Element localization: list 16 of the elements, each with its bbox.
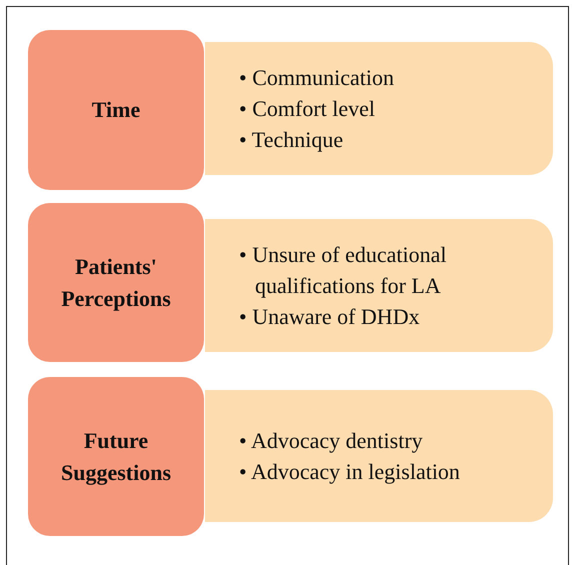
category-box [28, 377, 204, 536]
bullet-item: • Advocacy dentistry [239, 427, 424, 455]
bullet-item: • Communication [239, 64, 395, 92]
category-title: Patients' Perceptions [60, 252, 172, 313]
category-box [28, 30, 204, 190]
bullet-item: • Comfort level [239, 95, 376, 123]
bullet-item: • Unaware of DHDx [239, 303, 421, 331]
details-panel [205, 390, 553, 522]
bullet-item: • Advocacy in legislation [239, 458, 460, 486]
category-box [28, 203, 204, 362]
bullet-item: • Technique [239, 126, 344, 154]
bullet-item: • Unsure of educational qualifications for LA [239, 241, 448, 300]
category-title: Future Suggestions [60, 426, 172, 487]
category-title: Time [92, 96, 140, 124]
details-panel [205, 42, 553, 175]
details-panel [205, 219, 553, 352]
